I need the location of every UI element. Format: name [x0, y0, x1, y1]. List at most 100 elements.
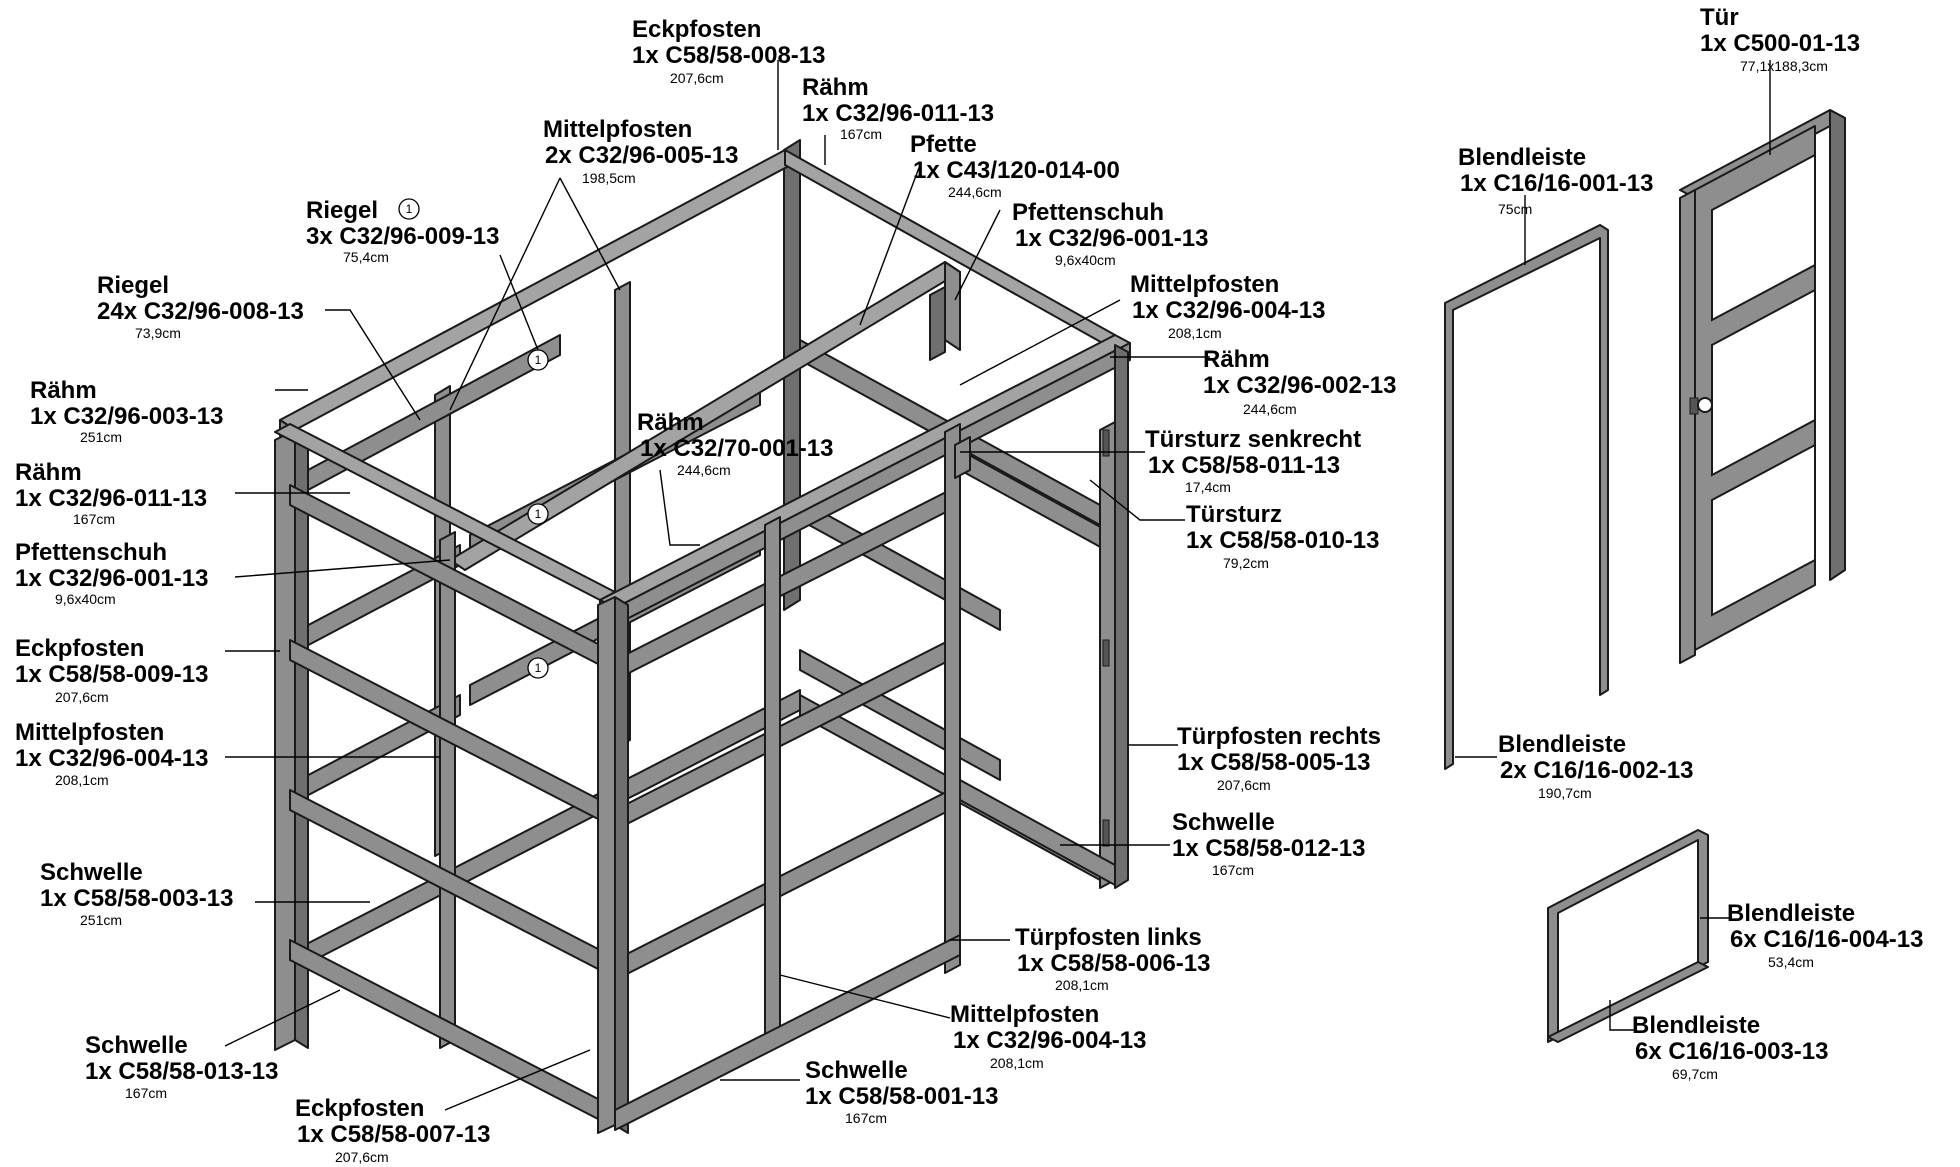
- svg-text:75cm: 75cm: [1498, 201, 1532, 217]
- frame-marker-3: 1: [527, 657, 549, 679]
- svg-text:167cm: 167cm: [845, 1110, 887, 1126]
- svg-text:1x C58/58-006-13: 1x C58/58-006-13: [1017, 950, 1210, 977]
- label-pfette: Pfette 1x C43/120-014-00 244,6cm: [910, 131, 1120, 200]
- svg-text:190,7cm: 190,7cm: [1538, 785, 1592, 801]
- door-drawing: [1679, 109, 1846, 664]
- svg-text:Schwelle: Schwelle: [1172, 809, 1275, 836]
- svg-text:208,1cm: 208,1cm: [55, 772, 109, 788]
- label-pfettenschuh-left: Pfettenschuh 1x C32/96-001-13 9,6x40cm: [15, 539, 208, 607]
- label-tuerpfosten-rechts: Türpfosten rechts 1x C58/58-005-13 207,6…: [1177, 723, 1381, 793]
- label-blendleiste-top: Blendleiste 1x C16/16-001-13 75cm: [1458, 144, 1653, 217]
- label-raehm-front: Rähm 1x C32/70-001-13 244,6cm: [637, 409, 833, 478]
- svg-text:1x C32/96-004-13: 1x C32/96-004-13: [953, 1027, 1146, 1054]
- svg-text:Schwelle: Schwelle: [805, 1057, 908, 1084]
- label-tuersturz: Türsturz 1x C58/58-010-13 79,2cm: [1186, 501, 1379, 571]
- svg-text:208,1cm: 208,1cm: [1055, 977, 1109, 993]
- front-corner-post: [597, 596, 616, 1134]
- label-mittelpfosten-left: Mittelpfosten 1x C32/96-004-13 208,1cm: [15, 719, 208, 788]
- svg-text:244,6cm: 244,6cm: [1243, 401, 1297, 417]
- label-tuersturz-senkrecht: Türsturz senkrecht 1x C58/58-011-13 17,4…: [1145, 426, 1361, 495]
- svg-text:1x C58/58-011-13: 1x C58/58-011-13: [1148, 452, 1340, 479]
- svg-text:244,6cm: 244,6cm: [677, 462, 731, 478]
- svg-text:1x C58/58-008-13: 1x C58/58-008-13: [632, 42, 825, 69]
- svg-text:75,4cm: 75,4cm: [343, 249, 389, 265]
- svg-text:Eckpfosten: Eckpfosten: [15, 635, 144, 662]
- svg-text:Blendleiste: Blendleiste: [1458, 144, 1586, 171]
- svg-text:24x C32/96-008-13: 24x C32/96-008-13: [97, 298, 304, 325]
- svg-text:1x C58/58-009-13: 1x C58/58-009-13: [15, 661, 208, 688]
- svg-text:Türpfosten rechts: Türpfosten rechts: [1177, 723, 1381, 750]
- svg-text:3x C32/96-009-13: 3x C32/96-009-13: [306, 223, 499, 250]
- svg-text:244,6cm: 244,6cm: [948, 184, 1002, 200]
- label-riegel-24: Riegel 24x C32/96-008-13 73,9cm: [97, 272, 304, 341]
- label-tuerpfosten-links: Türpfosten links 1x C58/58-006-13 208,1c…: [1015, 924, 1210, 993]
- svg-text:167cm: 167cm: [1212, 862, 1254, 878]
- svg-text:73,9cm: 73,9cm: [135, 325, 181, 341]
- svg-text:9,6x40cm: 9,6x40cm: [1055, 252, 1116, 268]
- svg-text:1: 1: [535, 661, 542, 675]
- label-raehm-left2: Rähm 1x C32/96-011-13 167cm: [15, 459, 207, 527]
- svg-text:1: 1: [535, 507, 542, 521]
- svg-text:Schwelle: Schwelle: [85, 1032, 188, 1059]
- svg-text:Türsturz senkrecht: Türsturz senkrecht: [1145, 426, 1361, 453]
- svg-text:Rähm: Rähm: [30, 377, 97, 404]
- label-schwelle-front: Schwelle 1x C58/58-001-13 167cm: [805, 1057, 998, 1126]
- svg-text:Eckpfosten: Eckpfosten: [295, 1095, 424, 1122]
- svg-text:Türpfosten links: Türpfosten links: [1015, 924, 1202, 951]
- svg-text:Mittelpfosten: Mittelpfosten: [1130, 271, 1279, 298]
- svg-text:167cm: 167cm: [125, 1085, 167, 1101]
- svg-text:1x C58/58-005-13: 1x C58/58-005-13: [1177, 749, 1370, 776]
- svg-text:1x C43/120-014-00: 1x C43/120-014-00: [913, 157, 1120, 184]
- svg-text:17,4cm: 17,4cm: [1185, 479, 1231, 495]
- frame-marker-2: 1: [527, 503, 549, 525]
- label-blendleiste-004: Blendleiste 6x C16/16-004-13 53,4cm: [1727, 900, 1923, 970]
- svg-text:Türsturz: Türsturz: [1186, 501, 1282, 528]
- svg-text:1x C32/70-001-13: 1x C32/70-001-13: [640, 435, 833, 462]
- svg-text:Blendleiste: Blendleiste: [1727, 900, 1855, 927]
- svg-text:1x C58/58-012-13: 1x C58/58-012-13: [1172, 835, 1365, 862]
- svg-text:207,6cm: 207,6cm: [670, 70, 724, 86]
- svg-text:Tür: Tür: [1700, 4, 1739, 31]
- svg-text:Rähm: Rähm: [1203, 346, 1270, 373]
- svg-text:207,6cm: 207,6cm: [1217, 777, 1271, 793]
- svg-text:Pfette: Pfette: [910, 131, 977, 158]
- svg-text:251cm: 251cm: [80, 429, 122, 445]
- marker-1-icon: [398, 198, 420, 220]
- svg-text:1x C58/58-001-13: 1x C58/58-001-13: [805, 1083, 998, 1110]
- svg-text:Mittelpfosten: Mittelpfosten: [543, 116, 692, 143]
- label-blendleiste-side: Blendleiste 2x C16/16-002-13 190,7cm: [1498, 731, 1693, 801]
- svg-text:6x C16/16-004-13: 6x C16/16-004-13: [1730, 926, 1923, 953]
- svg-text:207,6cm: 207,6cm: [335, 1149, 389, 1165]
- svg-text:167cm: 167cm: [840, 126, 882, 142]
- label-raehm-left: Rähm 1x C32/96-003-13 251cm: [30, 377, 223, 445]
- label-raehm-right: Rähm 1x C32/96-002-13 244,6cm: [1203, 346, 1396, 417]
- label-pfettenschuh-top: Pfettenschuh 1x C32/96-001-13 9,6x40cm: [1012, 199, 1208, 268]
- svg-text:1x C58/58-010-13: 1x C58/58-010-13: [1186, 527, 1379, 554]
- label-mittelpfosten-right-top: Mittelpfosten 1x C32/96-004-13 208,1cm: [1130, 271, 1325, 341]
- label-riegel-1: Riegel 1 3x C32/96-009-13 75,4cm: [306, 197, 499, 265]
- svg-text:207,6cm: 207,6cm: [55, 689, 109, 705]
- svg-text:1x C500-01-13: 1x C500-01-13: [1700, 30, 1860, 57]
- label-mittelpfosten-top: Mittelpfosten 2x C32/96-005-13 198,5cm: [543, 116, 738, 186]
- svg-text:1x C32/96-011-13: 1x C32/96-011-13: [15, 485, 207, 512]
- svg-text:6x C16/16-003-13: 6x C16/16-003-13: [1635, 1038, 1828, 1065]
- svg-text:1x C58/58-003-13: 1x C58/58-003-13: [40, 885, 233, 912]
- svg-text:79,2cm: 79,2cm: [1223, 555, 1269, 571]
- svg-text:9,6x40cm: 9,6x40cm: [55, 591, 116, 607]
- svg-text:Riegel: Riegel: [97, 272, 169, 299]
- svg-text:Pfettenschuh: Pfettenschuh: [1012, 199, 1164, 226]
- svg-text:1x C32/96-011-13: 1x C32/96-011-13: [802, 100, 994, 127]
- svg-text:1: 1: [535, 353, 542, 367]
- label-schwelle-front-left: Schwelle 1x C58/58-013-13 167cm: [85, 1032, 278, 1101]
- svg-text:Riegel: Riegel: [306, 197, 378, 224]
- svg-text:Schwelle: Schwelle: [40, 859, 143, 886]
- svg-text:Blendleiste: Blendleiste: [1632, 1012, 1760, 1039]
- label-schwelle-left: Schwelle 1x C58/58-003-13 251cm: [40, 859, 233, 928]
- svg-text:Rähm: Rähm: [637, 409, 704, 436]
- svg-text:Pfettenschuh: Pfettenschuh: [15, 539, 167, 566]
- shed-frame-drawing: 1 1 1: [274, 139, 1131, 1134]
- label-eckpfosten-left: Eckpfosten 1x C58/58-009-13 207,6cm: [15, 635, 208, 705]
- back-corner-post: [783, 139, 801, 611]
- label-eckpfosten-top: Eckpfosten 1x C58/58-008-13 207,6cm: [632, 16, 825, 86]
